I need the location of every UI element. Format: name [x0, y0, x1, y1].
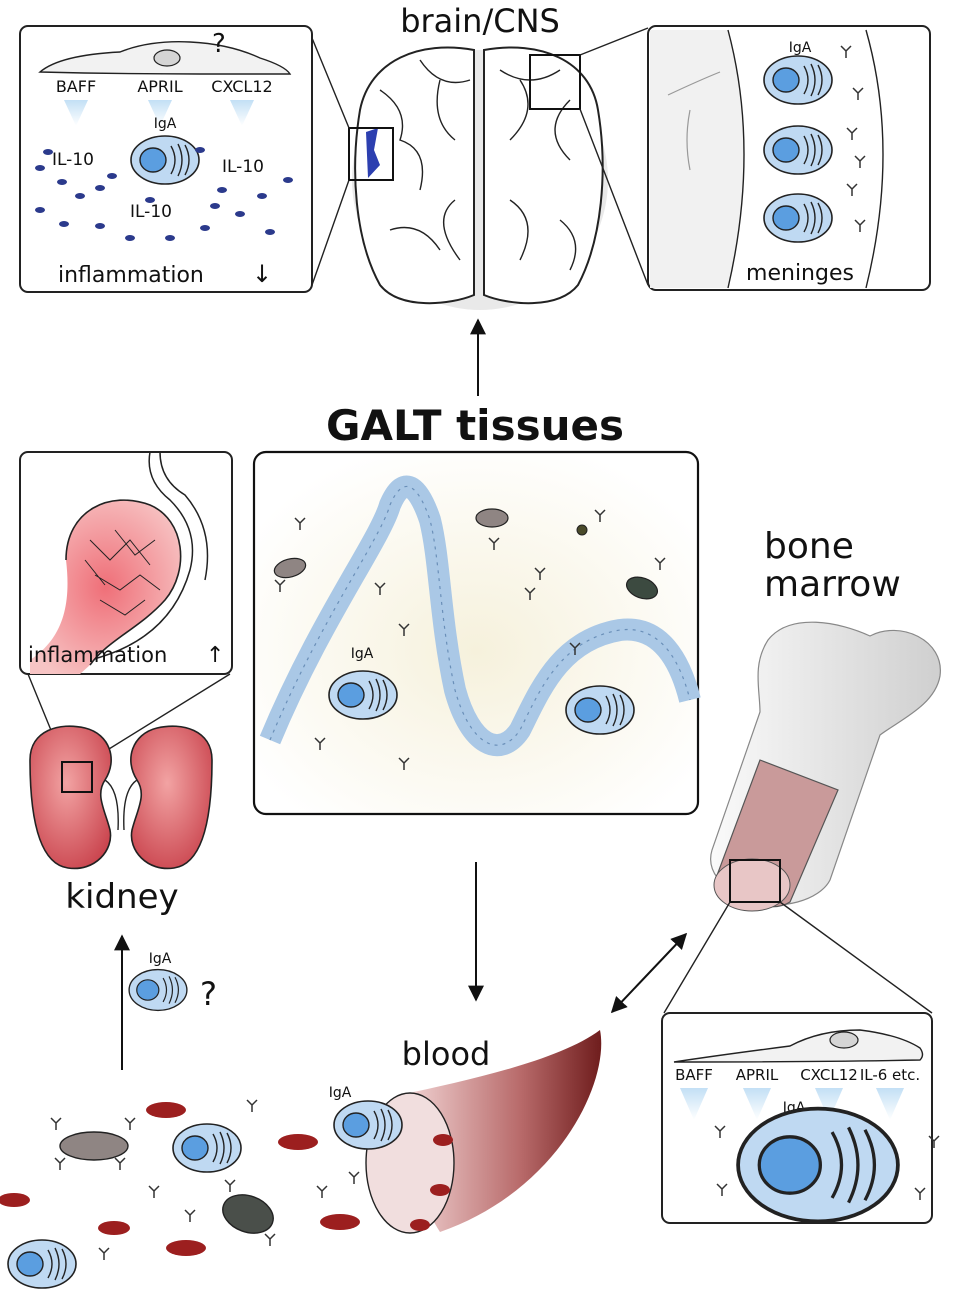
brain-factor-april: APRIL: [137, 77, 182, 96]
bm-factor-baff: BAFF: [675, 1066, 713, 1084]
blood-bone-arrow: [610, 932, 688, 1014]
kidney-illustration: [29, 725, 213, 870]
brain-illustration: [352, 46, 608, 310]
bone-label-line1: bone: [764, 526, 854, 567]
plasma-cell-icon: [333, 1100, 403, 1150]
bacterium-icon: [59, 1131, 274, 1234]
brain-inset-connector: [311, 37, 350, 286]
bm-factor-cxcl12: CXCL12: [800, 1066, 858, 1084]
stromal-cell-icon: [673, 1029, 924, 1063]
il10-label-2: IL-10: [222, 157, 264, 177]
meninges-label: meninges: [746, 261, 854, 286]
kidney-focus-box: [61, 761, 93, 793]
bm-factor-il6: IL-6 etc.: [860, 1066, 920, 1084]
plasma-cell-icon: [328, 670, 398, 720]
plasma-cell-icon: [7, 1239, 77, 1289]
plasma-cell-icon: [130, 135, 200, 185]
bone-inset-connector: [663, 901, 933, 1014]
blood-label: blood: [402, 1035, 491, 1073]
brain-plasma-inset: ? BAFF APRIL CXCL12 IgA IL-10 IL-10 IL-1…: [19, 25, 313, 293]
il10-label-3: IL-10: [130, 202, 172, 222]
brain-focus-box-right: [529, 54, 581, 110]
meninges-inset: IgA meninges: [647, 25, 931, 291]
meninges-inset-connector: [579, 27, 649, 286]
bone-marrow-inset: BAFF APRIL CXCL12 IL-6 etc. IgA: [661, 1012, 940, 1224]
kidney-iga-label: IgA: [149, 951, 172, 967]
plasma-cell-icon: [565, 685, 635, 735]
kidney-inflammation-label: inflammation: [28, 643, 167, 667]
bm-factor-april: APRIL: [736, 1066, 779, 1084]
bacterium-icon: [273, 508, 659, 600]
galt-label: GALT tissues: [326, 401, 624, 450]
brain-label: brain/CNS: [400, 2, 560, 40]
brain-inset-question: ?: [212, 29, 226, 59]
kidney-inset: inflammation ↑: [19, 451, 233, 675]
red-blood-cell-icon: [0, 1102, 360, 1256]
brain-factor-cxcl12: CXCL12: [211, 77, 272, 96]
plasma-cell-icon: [763, 125, 833, 175]
kidney-label: kidney: [65, 877, 178, 917]
plasma-cell-icon: [736, 1106, 900, 1224]
plasma-cell-icon: [763, 193, 833, 243]
brain-factor-baff: BAFF: [56, 77, 96, 96]
bone-label-line2: marrow: [764, 564, 901, 605]
galt-iga-label: IgA: [351, 646, 374, 662]
galt-panel: IgA: [252, 450, 701, 816]
il10-label-1: IL-10: [52, 150, 94, 170]
bone-illustration: [710, 621, 941, 912]
brain-inflammation-label: inflammation: [58, 263, 204, 288]
plasma-cell-icon: [128, 968, 188, 1012]
plasma-cell-icon: [172, 1123, 242, 1173]
brain-focus-box-left: [348, 127, 394, 181]
il10-dots: [35, 147, 293, 241]
brain-inset-iga: IgA: [154, 116, 177, 132]
brain-inflammation-arrow: ↓: [252, 260, 272, 288]
kidney-question: ?: [200, 975, 217, 1013]
blood-iga-label: IgA: [329, 1085, 352, 1101]
kidney-inflammation-arrow: ↑: [206, 643, 224, 668]
bone-focus-box: [729, 859, 781, 903]
plasma-cell-icon: [763, 55, 833, 105]
meninges-iga-label: IgA: [789, 40, 812, 56]
